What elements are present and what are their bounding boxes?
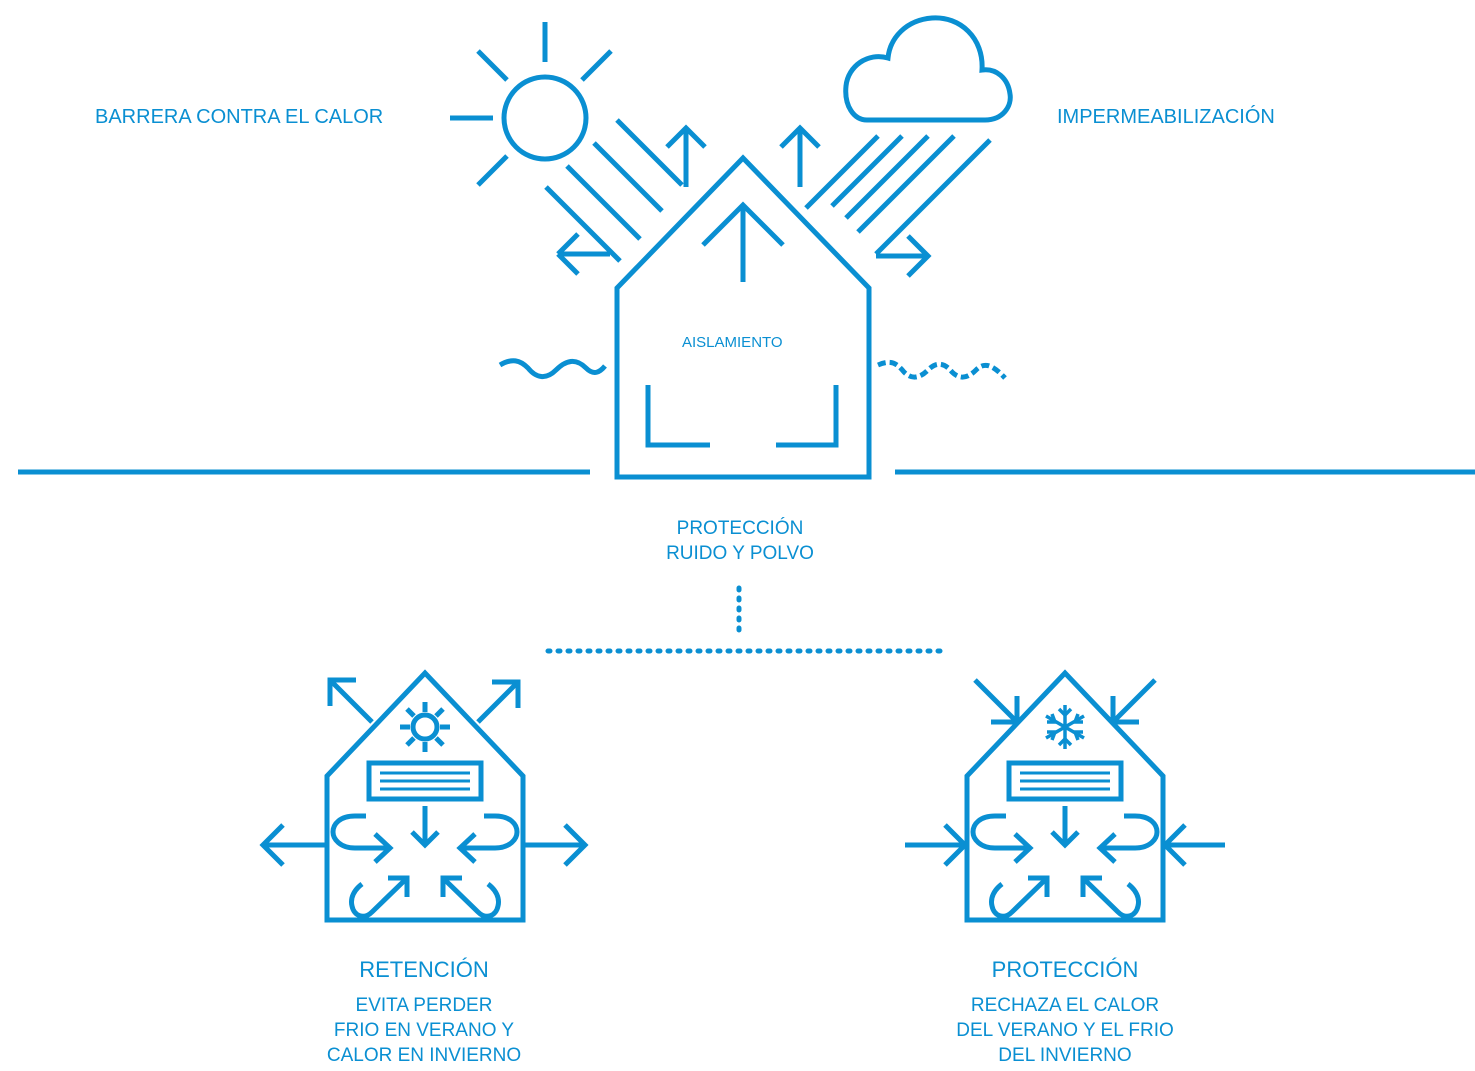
waterproofing-label: IMPERMEABILIZACIÓN [1057, 106, 1275, 128]
wave-icon [498, 358, 607, 379]
protection-house-icon [905, 669, 1225, 923]
heat-rays-icon [544, 118, 707, 276]
retention-line-2: FRIO EN VERANO Y [333, 1020, 515, 1041]
main-house-icon [614, 154, 872, 480]
noise-dust-line-2: RUIDO Y POLVO [666, 543, 814, 564]
heat-barrier-label: BARRERA CONTRA EL CALOR [95, 106, 384, 128]
protection-line-1: RECHAZA EL CALOR [970, 995, 1160, 1016]
retention-line-3: CALOR EN INVIERNO [326, 1045, 522, 1066]
retention-title: RETENCIÓN [359, 957, 489, 982]
rain-icon [779, 124, 992, 278]
snowflake-icon [1045, 705, 1085, 749]
noise-dust-label: PROTECCIÓN RUIDO Y POLVO [640, 516, 840, 566]
noise-dust-line-1: PROTECCIÓN [676, 518, 804, 539]
cloud-icon [843, 15, 1013, 123]
sun-icon [450, 22, 613, 187]
inner-corner-left [645, 385, 710, 448]
protection-title: PROTECCIÓN [991, 957, 1139, 982]
dashed-wave-icon [877, 359, 1007, 380]
protection-line-3: DEL INVIERNO [998, 1045, 1132, 1066]
retention-line-1: EVITA PERDER [355, 995, 493, 1016]
insulation-label: AISLAMIENTO [682, 334, 783, 351]
inner-corner-right [776, 385, 839, 448]
protection-block: PROTECCIÓN RECHAZA EL CALOR DEL VERANO Y… [915, 957, 1215, 1068]
protection-line-2: DEL VERANO Y EL FRIO [956, 1020, 1174, 1041]
retention-description: EVITA PERDER FRIO EN VERANO Y CALOR EN I… [274, 993, 574, 1068]
insulation-up-arrow-icon [701, 201, 785, 282]
retention-house-icon [259, 669, 589, 923]
protection-description: RECHAZA EL CALOR DEL VERANO Y EL FRIO DE… [915, 993, 1215, 1068]
retention-block: RETENCIÓN EVITA PERDER FRIO EN VERANO Y … [274, 957, 574, 1068]
